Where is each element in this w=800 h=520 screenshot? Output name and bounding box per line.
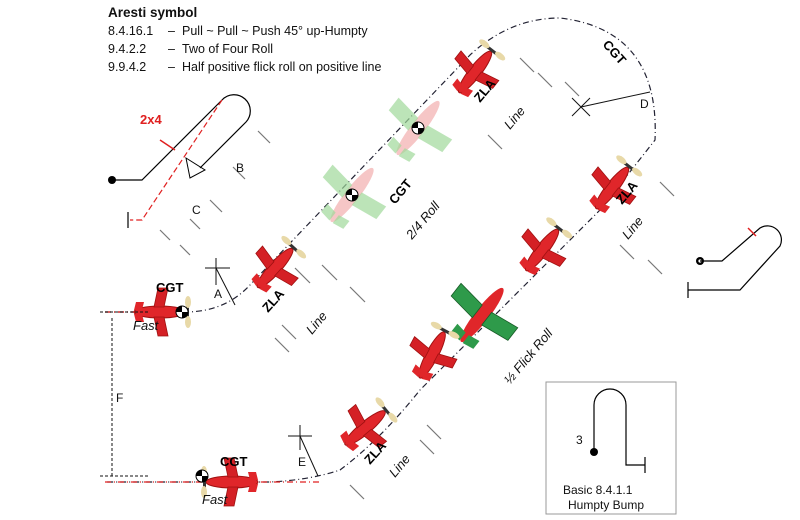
cgt-label-end: CGT bbox=[220, 454, 248, 469]
legend-code: 9.9.4.2 bbox=[108, 58, 168, 76]
dim-f: F bbox=[116, 391, 123, 405]
legend-row: 9.9.4.2–Half positive flick roll on posi… bbox=[108, 58, 381, 76]
legend-code: 9.4.2.2 bbox=[108, 40, 168, 58]
roll-label: 2/4 Roll bbox=[402, 198, 443, 243]
cgt-label-top: CGT bbox=[600, 37, 630, 67]
flick-plane bbox=[433, 266, 532, 364]
legend-row: 9.4.2.2–Two of Four Roll bbox=[108, 40, 381, 58]
dim-d: D bbox=[640, 97, 649, 111]
cg-mark-2 bbox=[412, 122, 424, 134]
plane-descent-2 bbox=[507, 211, 580, 285]
legend-dash: – bbox=[168, 40, 182, 58]
aresti-symbol-right bbox=[688, 226, 781, 298]
line-label-4: Line bbox=[386, 451, 413, 479]
legend-text: Pull ~ Pull ~ Push 45° up-Humpty bbox=[182, 22, 368, 40]
cgt-label-roll: CGT bbox=[386, 176, 415, 207]
legend-text: Two of Four Roll bbox=[182, 40, 273, 58]
legend-title: Aresti symbol bbox=[108, 4, 381, 22]
legend-dash: – bbox=[168, 58, 182, 76]
dim-e: E bbox=[298, 455, 306, 469]
dim-c: C bbox=[192, 203, 201, 217]
line-label-1: Line bbox=[303, 308, 330, 336]
basic-box-line1: Basic 8.4.1.1 bbox=[563, 483, 633, 497]
line-label-2: Line bbox=[501, 103, 528, 131]
legend-row: 8.4.16.1–Pull ~ Pull ~ Push 45° up-Humpt… bbox=[108, 22, 381, 40]
basic-box-count: 3 bbox=[576, 433, 583, 447]
cg-mark-end bbox=[196, 470, 208, 482]
basic-box-line2: Humpty Bump bbox=[568, 498, 644, 512]
dim-a: A bbox=[214, 287, 222, 301]
aresti-symbol-small bbox=[108, 95, 250, 228]
line-label-3: Line bbox=[619, 213, 646, 241]
legend-code: 8.4.16.1 bbox=[108, 22, 168, 40]
fast-label-end: Fast bbox=[202, 492, 229, 507]
roll-count-label: 2x4 bbox=[140, 112, 162, 127]
legend-dash: – bbox=[168, 22, 182, 40]
fast-label-start: Fast bbox=[133, 318, 160, 333]
cgt-label-start: CGT bbox=[156, 280, 184, 295]
flight-path-red bbox=[105, 312, 320, 482]
legend-text: Half positive flick roll on positive lin… bbox=[182, 58, 381, 76]
cg-mark-start bbox=[176, 306, 188, 318]
cg-mark-1 bbox=[346, 189, 358, 201]
aresti-legend: Aresti symbol 8.4.16.1–Pull ~ Pull ~ Pus… bbox=[108, 4, 381, 76]
dim-b: B bbox=[236, 161, 244, 175]
